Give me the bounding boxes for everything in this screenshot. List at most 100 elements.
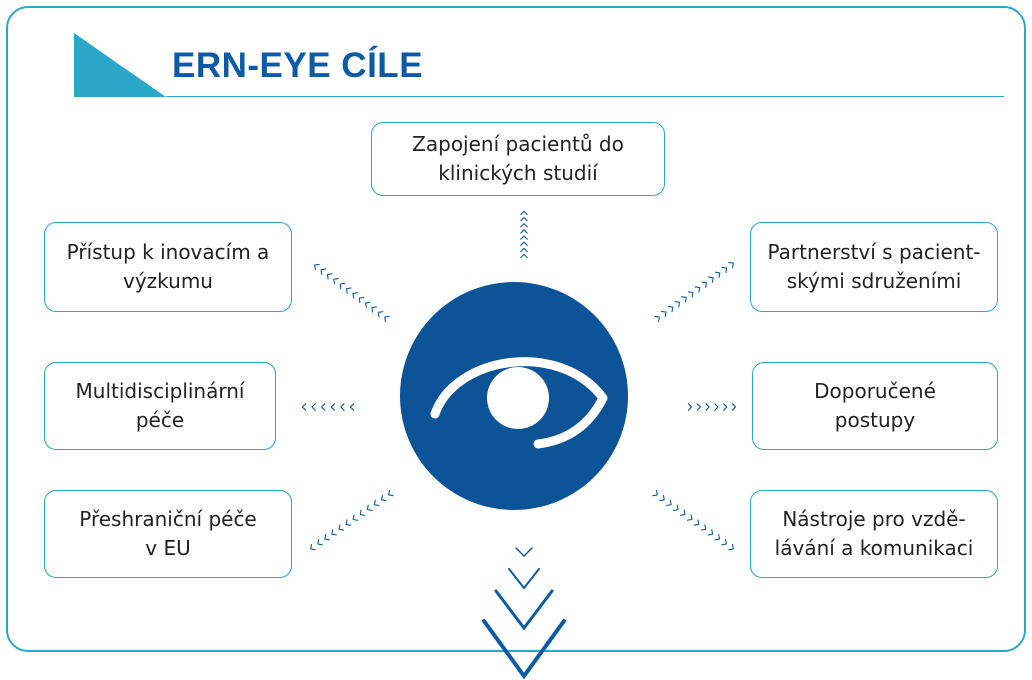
chevron-icon: [687, 403, 693, 411]
chevron-icon: [365, 301, 371, 308]
chevron-icon: [693, 519, 700, 526]
chevron-icon: [311, 403, 316, 411]
chevron-icon: [330, 403, 335, 411]
chevron-stream-lower-right: [652, 489, 734, 551]
chevron-stream-lower-left: [310, 489, 394, 551]
chevron-icon: [679, 509, 686, 516]
chevron-icon: [520, 241, 528, 246]
chevron-icon: [345, 519, 352, 526]
chevron-icon: [674, 301, 681, 308]
chevron-icon: [654, 315, 660, 323]
chevron-icon: [660, 310, 667, 318]
chevron-icon: [714, 271, 721, 278]
chevron-icon: [652, 489, 658, 497]
chevron-stream-right: [687, 403, 737, 411]
goal-label-line1: Přeshraniční péče: [79, 507, 257, 531]
chevron-icon: [520, 210, 528, 216]
chevron-icon: [320, 268, 327, 275]
chevron-icon: [721, 266, 728, 273]
chevron-icon: [345, 287, 352, 294]
chevron-icon: [339, 282, 346, 289]
chevron-icon: [366, 504, 373, 511]
goal-label-line2: lávání a komunikaci: [774, 536, 974, 560]
chevron-icon: [723, 403, 728, 411]
goal-label-line2: postupy: [834, 408, 916, 432]
chevron-icon: [338, 524, 345, 531]
goal-label-line2: skými sdruženími: [786, 269, 962, 293]
chevron-icon: [352, 292, 358, 299]
goal-label-line2: v EU: [145, 536, 191, 560]
chevron-icon: [687, 291, 694, 298]
chevron-icon: [301, 403, 307, 411]
chevron-icon: [666, 499, 672, 507]
chevron-stream-upper-left: [314, 263, 390, 323]
chevron-icon: [705, 403, 710, 411]
corner-triangle-icon: [74, 33, 166, 97]
chevron-icon: [326, 273, 333, 280]
chevron-down-icon: [482, 619, 566, 680]
goal-label-line2: výzkumu: [123, 269, 213, 293]
page-title: ERN-EYE CÍLE: [172, 46, 424, 85]
chevron-icon: [359, 509, 366, 516]
chevron-icon: [731, 403, 737, 411]
chevron-icon: [310, 543, 316, 551]
chevron-icon: [659, 494, 665, 502]
chevron-icon: [520, 229, 528, 234]
goal-box-guidelines: Doporučené postupy: [752, 362, 998, 450]
goal-label-line1: Zapojení pacientů do: [412, 132, 624, 156]
goal-box-patient-partnership: Partnerství s pacient- skými sdruženími: [750, 222, 998, 312]
chevron-icon: [681, 296, 687, 303]
goal-label-line2: klinických studií: [438, 161, 598, 185]
chevron-icon: [714, 534, 721, 541]
chevron-icon: [696, 403, 701, 411]
goal-box-cross-border-care: Přeshraniční péče v EU: [44, 490, 292, 578]
chevron-icon: [728, 261, 734, 269]
chevron-icon: [349, 403, 355, 411]
goal-label-line2: péče: [135, 408, 185, 432]
chevron-icon: [700, 524, 707, 531]
goal-label-line1: Multidisciplinární: [75, 379, 245, 403]
chevron-down-icon: [515, 547, 533, 558]
chevron-icon: [381, 494, 387, 502]
chevron-stream-top: [520, 210, 528, 259]
chevron-stream-upper-right: [654, 261, 734, 323]
goal-box-education-tools: Nástroje pro vzdě- lávání a komunikaci: [750, 490, 998, 578]
title-underline: [166, 96, 1004, 97]
goal-label-line1: Partnerství s pacient-: [767, 240, 981, 264]
goal-box-multidisciplinary-care: Multidisciplinární péče: [44, 362, 276, 450]
goal-label-line1: Doporučené: [814, 379, 936, 403]
chevron-down-icon: [508, 568, 540, 590]
goal-box-innovation-research: Přístup k inovacím a výzkumu: [44, 222, 292, 312]
eye-icon: [430, 357, 608, 449]
chevron-icon: [373, 499, 380, 507]
chevron-icon: [520, 253, 528, 259]
chevron-icon: [384, 315, 390, 323]
goal-box-clinical-trials: Zapojení pacientů do klinických studií: [371, 122, 665, 196]
chevron-down-icon: [494, 589, 554, 631]
chevron-icon: [321, 403, 326, 411]
chevron-icon: [708, 276, 714, 283]
chevron-icon: [707, 529, 714, 536]
chevron-icon: [314, 263, 320, 271]
chevron-icon: [352, 514, 359, 521]
bottom-chevrons: [482, 547, 566, 680]
chevron-icon: [317, 538, 323, 546]
chevron-icon: [333, 278, 339, 285]
chevron-icon: [520, 235, 528, 240]
chevron-icon: [694, 286, 701, 293]
chevron-icon: [673, 504, 679, 511]
chevron-icon: [324, 534, 330, 541]
chevron-icon: [371, 306, 378, 313]
chevron-icon: [331, 529, 337, 536]
chevron-icon: [340, 403, 345, 411]
chevron-icon: [686, 514, 693, 521]
chevron-icon: [358, 296, 365, 304]
chevron-icon: [701, 281, 707, 288]
chevron-icon: [667, 305, 674, 313]
chevron-icon: [520, 247, 528, 253]
goal-label-line1: Přístup k inovacím a: [66, 240, 270, 264]
chevron-icon: [520, 216, 528, 222]
chevron-icon: [520, 223, 528, 228]
chevron-icon: [377, 311, 384, 318]
